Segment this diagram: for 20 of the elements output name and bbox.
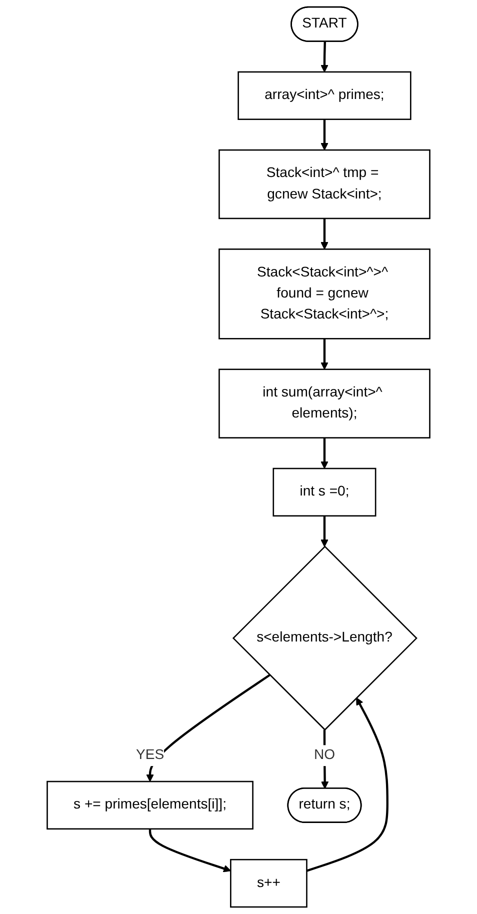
arrow	[148, 828, 232, 872]
node-box: Stack<Stack<int>^>^ found = gcnew Stack<Stack<int>^>;	[218, 248, 430, 340]
node-box: s += primes[elements[i]];	[46, 780, 254, 830]
arrow	[320, 119, 328, 150]
node-box: Stack<int>^ tmp = gcnew Stack<int>;	[218, 149, 430, 220]
edge-label: NO	[314, 748, 336, 763]
arrow	[320, 516, 328, 547]
arrow	[320, 730, 329, 789]
arrow	[320, 338, 328, 370]
arrow	[146, 674, 270, 782]
node-box: s++	[230, 858, 308, 908]
node-box: int s =0;	[272, 468, 376, 517]
node-box: int sum(array<int>^ elements);	[218, 368, 430, 438]
arrow	[320, 218, 328, 250]
node-diamond: s<elements->Length?	[232, 546, 418, 731]
edge-label: YES	[136, 748, 164, 763]
arrow	[320, 438, 328, 469]
arrow	[306, 697, 388, 872]
node-box: array<int>^ primes;	[238, 71, 412, 120]
arrow	[320, 42, 328, 72]
